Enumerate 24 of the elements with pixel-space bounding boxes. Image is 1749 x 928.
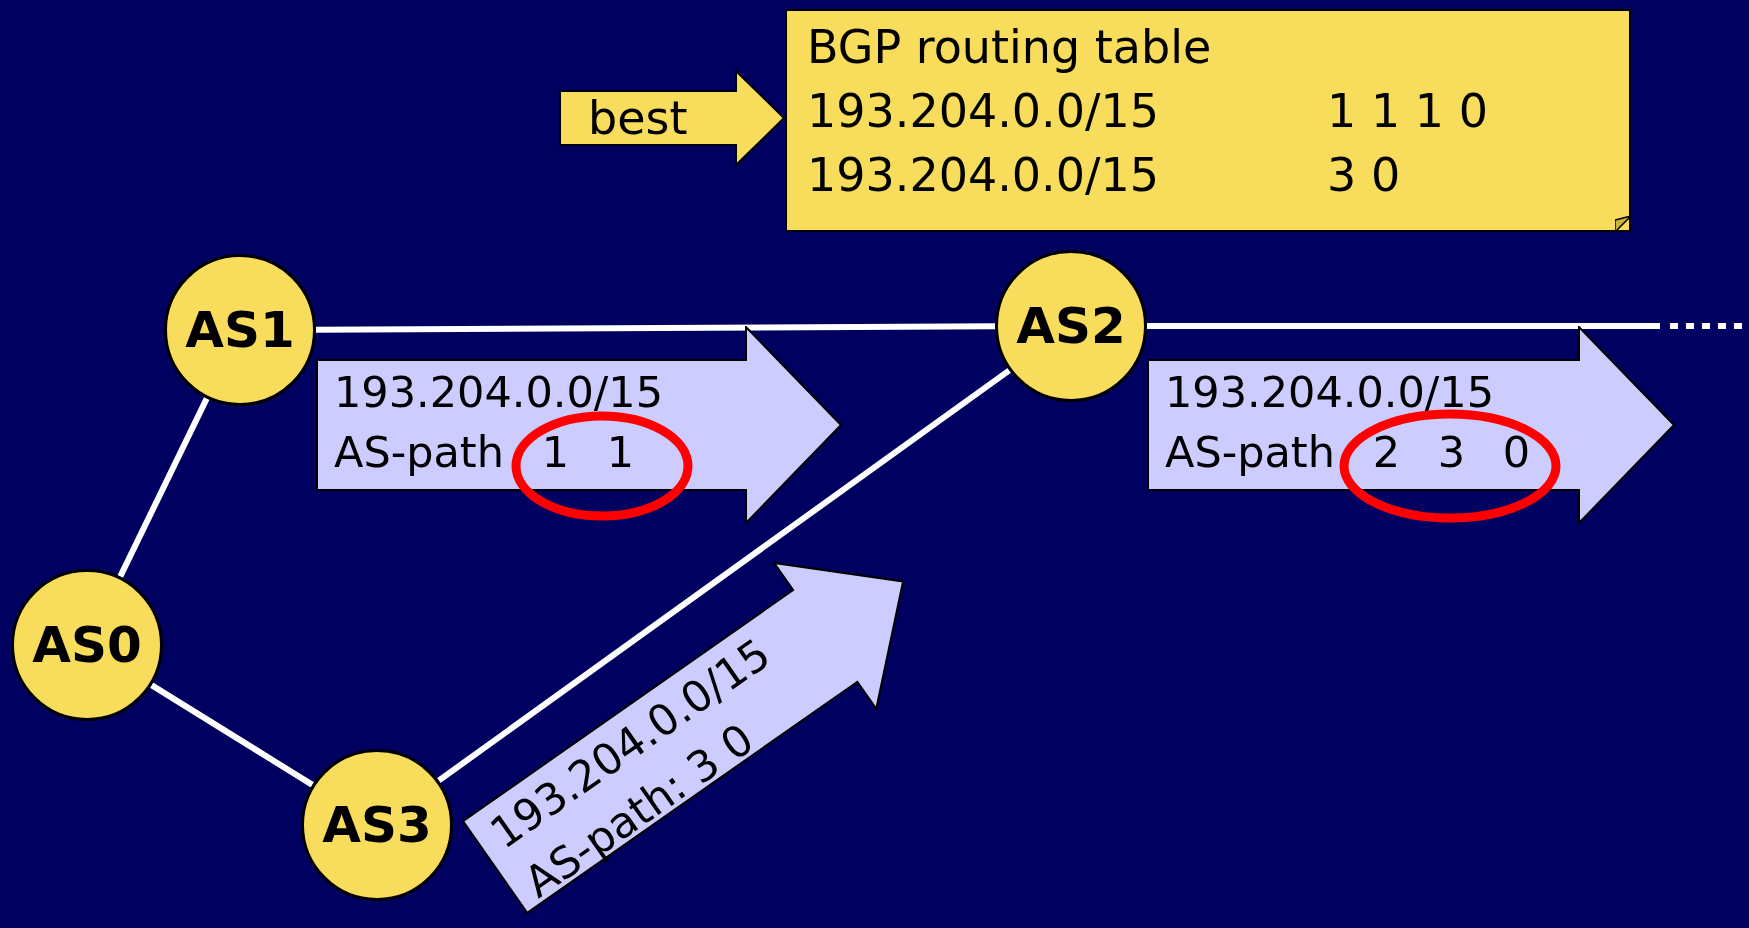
- route-text: 193.204.0.0/15: [334, 366, 664, 419]
- link-line: [316, 323, 995, 333]
- route-announcement-banner: [316, 326, 842, 524]
- route-text: 193.204.0.0/15: [1165, 366, 1496, 419]
- route-text: AS-path 2 3 0: [1165, 426, 1531, 479]
- table-cell-text: 193.204.0.0/15: [807, 147, 1161, 204]
- table-cell-text: 193.204.0.0/15: [807, 83, 1161, 140]
- table-title: BGP routing table: [807, 19, 1213, 76]
- as-label: AS2: [1016, 301, 1126, 351]
- link-line: [150, 682, 314, 788]
- route-announcement-banner: [462, 562, 905, 914]
- route-announcement-banner: [1147, 326, 1675, 524]
- table-cell-text: 1 1 1 0: [1327, 83, 1489, 140]
- link-line: [1147, 323, 1660, 329]
- as-label: AS0: [32, 620, 142, 670]
- routing-table-note: [785, 9, 1631, 232]
- pointer-arrow: [558, 69, 786, 167]
- route-text: AS-path 1 1: [334, 426, 636, 479]
- as-label: AS1: [185, 305, 295, 355]
- link-line: [117, 397, 210, 578]
- table-cell-text: 3 0: [1327, 147, 1402, 204]
- best-label: best: [588, 91, 688, 145]
- link-line: [436, 367, 1012, 784]
- as-label: AS3: [322, 800, 432, 850]
